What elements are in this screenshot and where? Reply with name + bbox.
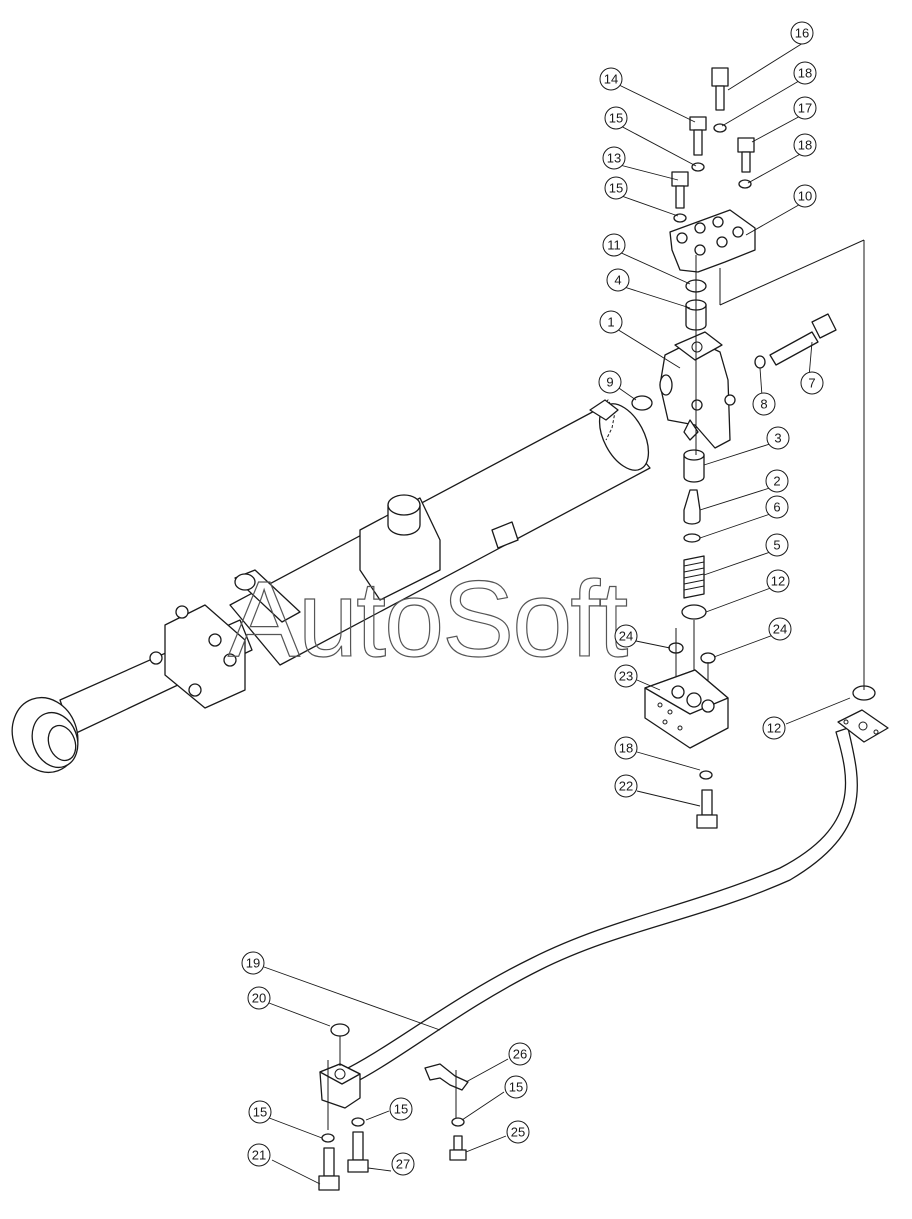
callout-8: 8: [752, 392, 776, 416]
hydraulic-cylinder: [11, 399, 651, 773]
leader-lines: [263, 37, 851, 1185]
svg-text:17: 17: [798, 101, 812, 116]
callout-25: 25: [506, 1120, 530, 1144]
svg-text:8: 8: [760, 397, 767, 412]
callout-19: 19: [241, 951, 265, 975]
svg-text:27: 27: [396, 1157, 410, 1172]
callout-12-pipe: 12: [762, 716, 786, 740]
callout-22: 22: [614, 774, 638, 798]
callout-18-upper: 18: [793, 61, 817, 85]
svg-text:18: 18: [798, 138, 812, 153]
svg-text:18: 18: [798, 66, 812, 81]
callout-18-lower: 18: [614, 736, 638, 760]
callout-7: 7: [800, 371, 824, 395]
valve-spool-parts: [668, 255, 716, 706]
callout-15-a: 15: [604, 106, 628, 130]
svg-text:3: 3: [774, 431, 781, 446]
callout-20: 20: [247, 986, 271, 1010]
callout-4: 4: [606, 268, 630, 292]
callout-16: 16: [790, 21, 814, 45]
svg-text:16: 16: [795, 26, 809, 41]
svg-text:15: 15: [253, 1105, 267, 1120]
callout-21: 21: [247, 1143, 271, 1167]
valve-body: [659, 331, 736, 449]
svg-text:6: 6: [773, 500, 780, 515]
callout-18-mid: 18: [793, 133, 817, 157]
callout-15-c: 15: [504, 1075, 528, 1099]
svg-text:11: 11: [607, 238, 621, 253]
callout-11: 11: [602, 233, 626, 257]
svg-text:24: 24: [773, 622, 787, 637]
svg-text:7: 7: [808, 376, 815, 391]
callout-17: 17: [793, 96, 817, 120]
callout-15-d: 15: [248, 1100, 272, 1124]
fasteners: [631, 67, 837, 829]
svg-text:23: 23: [619, 669, 633, 684]
callout-3: 3: [766, 426, 790, 450]
svg-text:2: 2: [773, 474, 780, 489]
manifold-block: [644, 669, 729, 749]
svg-text:10: 10: [798, 189, 812, 204]
callout-14: 14: [599, 67, 623, 91]
svg-text:14: 14: [604, 72, 618, 87]
callout-6: 6: [765, 495, 789, 519]
callout-10: 10: [793, 184, 817, 208]
callout-9: 9: [598, 370, 622, 394]
svg-text:4: 4: [614, 273, 621, 288]
pipe-clamp-block: [318, 1023, 469, 1191]
callout-24-right: 24: [768, 617, 792, 641]
callout-2: 2: [765, 469, 789, 493]
svg-text:24: 24: [619, 629, 633, 644]
callout-15-b: 15: [604, 176, 628, 200]
callout-23: 23: [614, 664, 638, 688]
svg-text:19: 19: [246, 956, 260, 971]
svg-text:5: 5: [773, 538, 780, 553]
callout-13: 13: [602, 146, 626, 170]
svg-text:15: 15: [609, 111, 623, 126]
svg-text:25: 25: [511, 1125, 525, 1140]
callout-24-left: 24: [614, 624, 638, 648]
valve-cover: [669, 209, 756, 273]
callout-12-valve: 12: [766, 569, 790, 593]
svg-text:20: 20: [252, 991, 266, 1006]
callout-27: 27: [391, 1152, 415, 1176]
svg-text:15: 15: [509, 1080, 523, 1095]
callout-26: 26: [508, 1042, 532, 1066]
svg-text:15: 15: [394, 1102, 408, 1117]
callout-15-e: 15: [389, 1097, 413, 1121]
callout-5: 5: [765, 533, 789, 557]
svg-text:26: 26: [513, 1047, 527, 1062]
svg-text:22: 22: [619, 779, 633, 794]
svg-text:13: 13: [607, 151, 621, 166]
callout-1: 1: [599, 310, 623, 334]
svg-text:21: 21: [252, 1148, 266, 1163]
svg-text:15: 15: [609, 181, 623, 196]
svg-text:1: 1: [607, 315, 614, 330]
svg-text:12: 12: [767, 721, 781, 736]
watermark: AutoSoft: [228, 558, 628, 679]
svg-text:12: 12: [771, 574, 785, 589]
svg-text:18: 18: [619, 741, 633, 756]
svg-text:9: 9: [606, 375, 613, 390]
